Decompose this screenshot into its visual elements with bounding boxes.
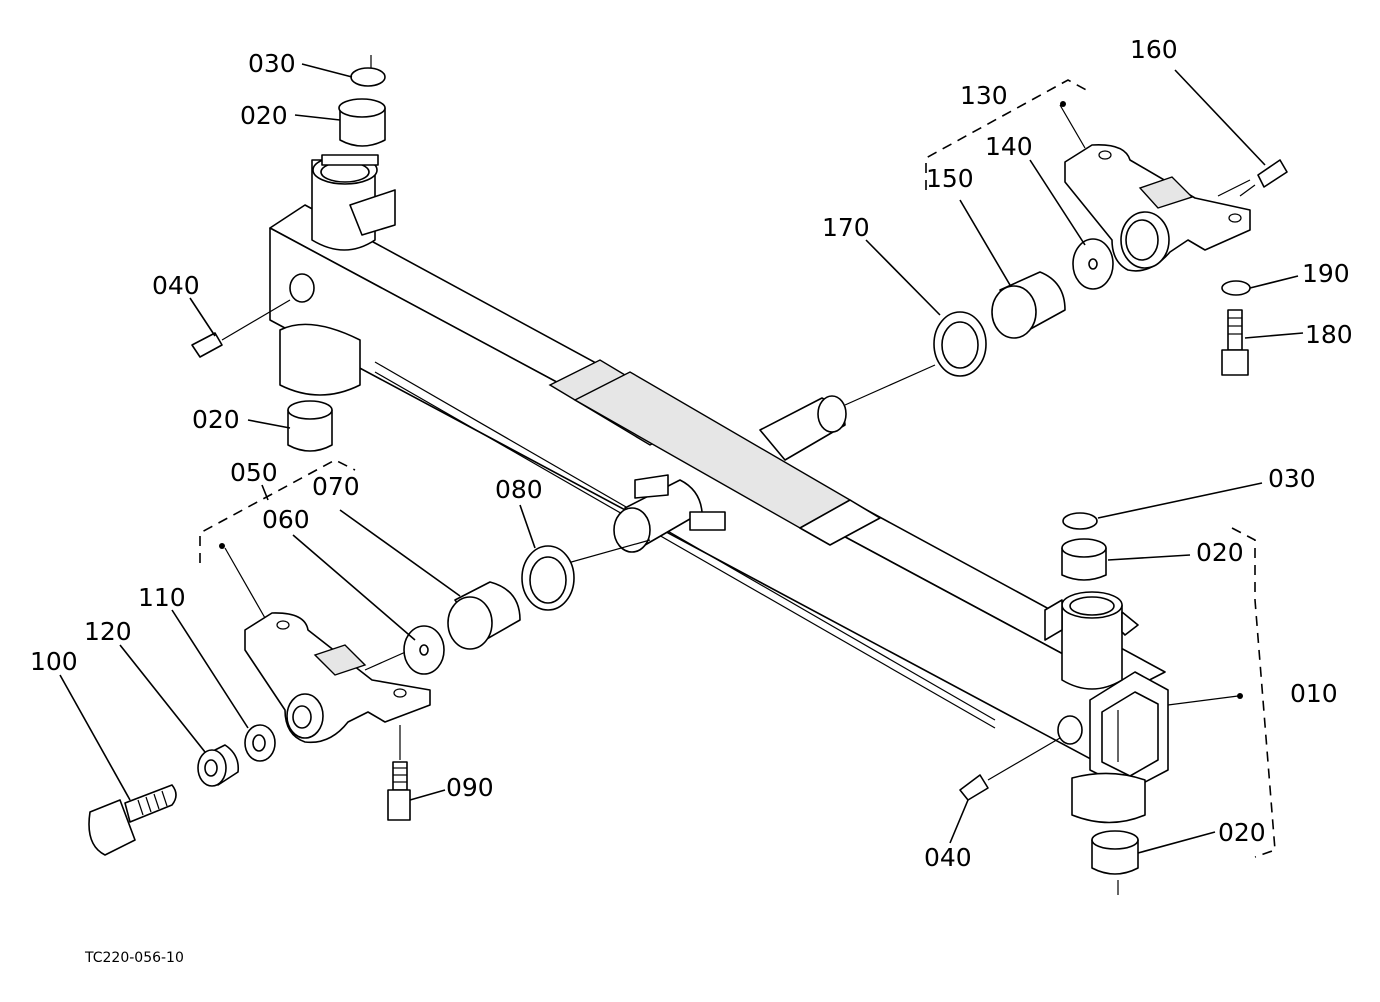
callout-labels: 030 020 040 020 050 070 060 080 110 120 … [30,35,1353,872]
callout-020-top: 020 [240,101,288,130]
callout-050: 050 [230,458,278,487]
callout-110: 110 [138,583,186,612]
spacer-150 [991,271,1066,339]
callout-090: 090 [446,773,494,802]
seal-080 [521,545,575,611]
pivot-bracket-rear [1059,104,1251,272]
grease-fitting-040-right [959,737,1061,801]
callout-040-right: 040 [924,843,972,872]
callout-170: 170 [822,213,870,242]
callout-020-right-top: 020 [1196,538,1244,567]
callout-190: 190 [1302,259,1350,288]
callout-150: 150 [926,164,974,193]
bushing-020-right-lower [1091,830,1139,895]
nut-120 [197,744,240,787]
bushing-020-right-top [1061,538,1107,581]
callout-040-left: 040 [152,271,200,300]
callout-180: 180 [1305,320,1353,349]
washer-110 [244,724,276,762]
callout-030-top: 030 [248,49,296,78]
callout-060: 060 [262,505,310,534]
king-pin-boss-left [279,154,396,396]
drawing-code: TC220-056-10 [84,950,184,966]
center-pivot [524,364,936,576]
lock-washer-190 [1221,280,1251,296]
callout-120: 120 [84,617,132,646]
callout-160: 160 [1130,35,1178,64]
washer-140 [1072,238,1114,290]
bolt-100 [88,784,177,856]
seal-170 [933,311,987,377]
callout-080: 080 [495,475,543,504]
callout-020-left-lower: 020 [192,405,240,434]
screw-090 [387,761,411,821]
callout-100: 100 [30,647,78,676]
o-ring-030-top [350,55,386,87]
callout-020-right-lower: 020 [1218,818,1266,847]
group-bracket-010 [1231,527,1276,858]
callout-030-right: 030 [1268,464,1316,493]
king-pin-boss-right [1044,591,1146,824]
group-bracket-130 [925,79,1091,190]
callout-070: 070 [312,472,360,501]
grease-fitting-040-left [191,299,291,358]
group-bracket-050 [199,459,356,563]
callout-130: 130 [960,81,1008,110]
bushing-020-left-lower [287,400,333,452]
leader-lines [59,63,1304,854]
screw-180 [1221,309,1249,376]
spacer-070 [447,581,521,650]
bushing-020-top [338,98,386,147]
callout-010: 010 [1290,679,1338,708]
grease-fitting-160 [1239,159,1288,197]
callout-140: 140 [985,132,1033,161]
o-ring-030-right [1062,512,1098,530]
washer-060 [403,625,445,675]
pivot-bracket-front [224,547,431,760]
